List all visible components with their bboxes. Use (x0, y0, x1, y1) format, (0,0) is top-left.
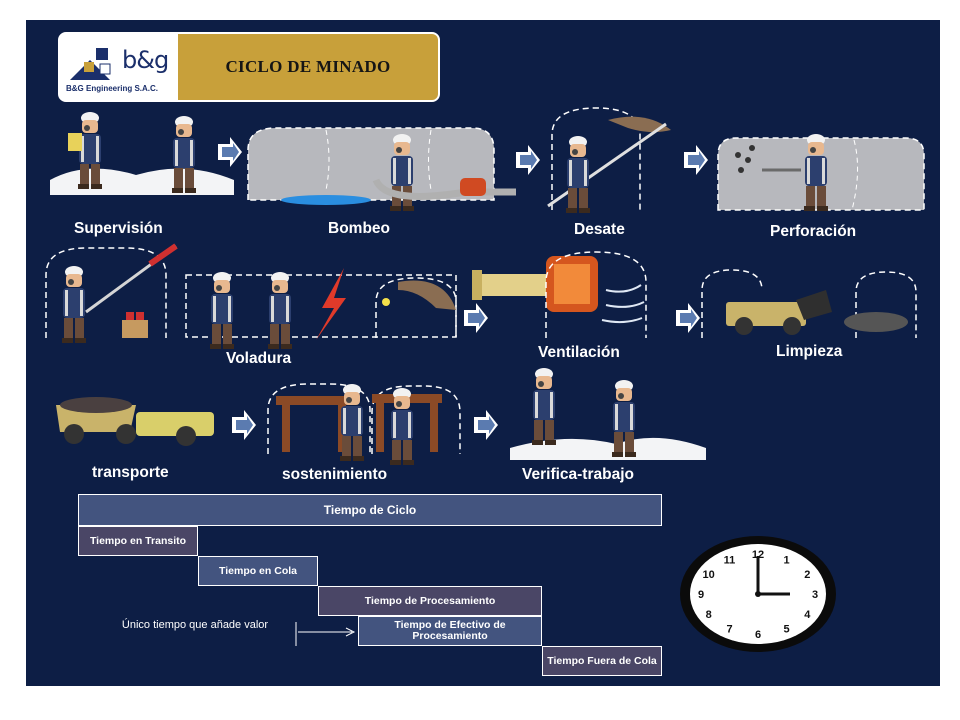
perforacion-scene (717, 134, 925, 211)
logo-wordmark: b&g (122, 46, 169, 74)
clock-number: 1 (783, 554, 789, 566)
step-label-voladura: Voladura (226, 350, 292, 367)
arrow-icon (232, 410, 256, 440)
clock-number: 7 (726, 624, 732, 636)
logo-mark-icon (70, 48, 111, 80)
transporte-scene (56, 397, 214, 446)
step-label-desate: Desate (574, 221, 625, 238)
company-name: B&G Engineering S.A.C. (66, 84, 159, 93)
clock-number: 3 (812, 589, 818, 601)
clock-number: 11 (724, 554, 736, 566)
verifica-scene (510, 368, 706, 460)
clock-number: 12 (752, 549, 764, 561)
company-logo: b&g B&G Engineering S.A.C. (60, 34, 178, 100)
clock-number: 10 (703, 569, 715, 581)
limpieza-scene (701, 269, 917, 338)
illustrations (45, 107, 925, 465)
clock-number: 6 (755, 629, 761, 641)
bar-tiempo-efectivo: Tiempo de Efectivo de Procesamiento (358, 616, 542, 646)
clock-number: 4 (804, 609, 811, 621)
step-label-transporte: transporte (92, 464, 169, 481)
arrow-icon (474, 410, 498, 440)
bar-tiempo-procesamiento: Tiempo de Procesamiento (318, 586, 542, 616)
arrow-icon (676, 303, 700, 333)
title-box: CICLO DE MINADO (178, 34, 438, 100)
step-label-sostenimiento: sostenimiento (282, 466, 388, 483)
note-arrow-icon (295, 622, 356, 646)
bombeo-scene (247, 127, 516, 211)
header-banner: b&g B&G Engineering S.A.C. CICLO DE MINA… (58, 32, 440, 102)
voladura-scene (45, 243, 457, 349)
supervision-scene (50, 112, 234, 195)
arrow-icon (218, 137, 242, 167)
step-label-ventilacion: Ventilación (538, 344, 620, 361)
desate-scene (547, 107, 671, 213)
clock-number: 8 (706, 609, 712, 621)
step-label-limpieza: Limpieza (776, 343, 843, 360)
step-label-bombeo: Bombeo (328, 220, 390, 237)
step-label-perforacion: Perforación (770, 223, 857, 240)
step-label-verifica-trabajo: Verifica-trabajo (522, 466, 634, 483)
bar-tiempo-ciclo: Tiempo de Ciclo (78, 494, 662, 526)
bar-tiempo-cola: Tiempo en Cola (198, 556, 318, 586)
ventilacion-scene (472, 251, 647, 338)
page-title: CICLO DE MINADO (225, 57, 391, 76)
arrow-icon (684, 145, 708, 175)
clock-number: 2 (804, 569, 810, 581)
arrow-icon (516, 145, 540, 175)
bar-tiempo-fuera-cola: Tiempo Fuera de Cola (542, 646, 662, 676)
arrow-icon (464, 303, 488, 333)
clock-number: 9 (698, 589, 704, 601)
infographic-panel: b&g B&G Engineering S.A.C. CICLO DE MINA… (26, 20, 940, 686)
sostenimiento-scene (267, 383, 461, 465)
value-note: Único tiempo que añade valor (121, 619, 269, 631)
step-label-supervision: Supervisión (74, 220, 163, 237)
bar-tiempo-transito: Tiempo en Transito (78, 526, 198, 556)
clock-number: 5 (783, 624, 789, 636)
